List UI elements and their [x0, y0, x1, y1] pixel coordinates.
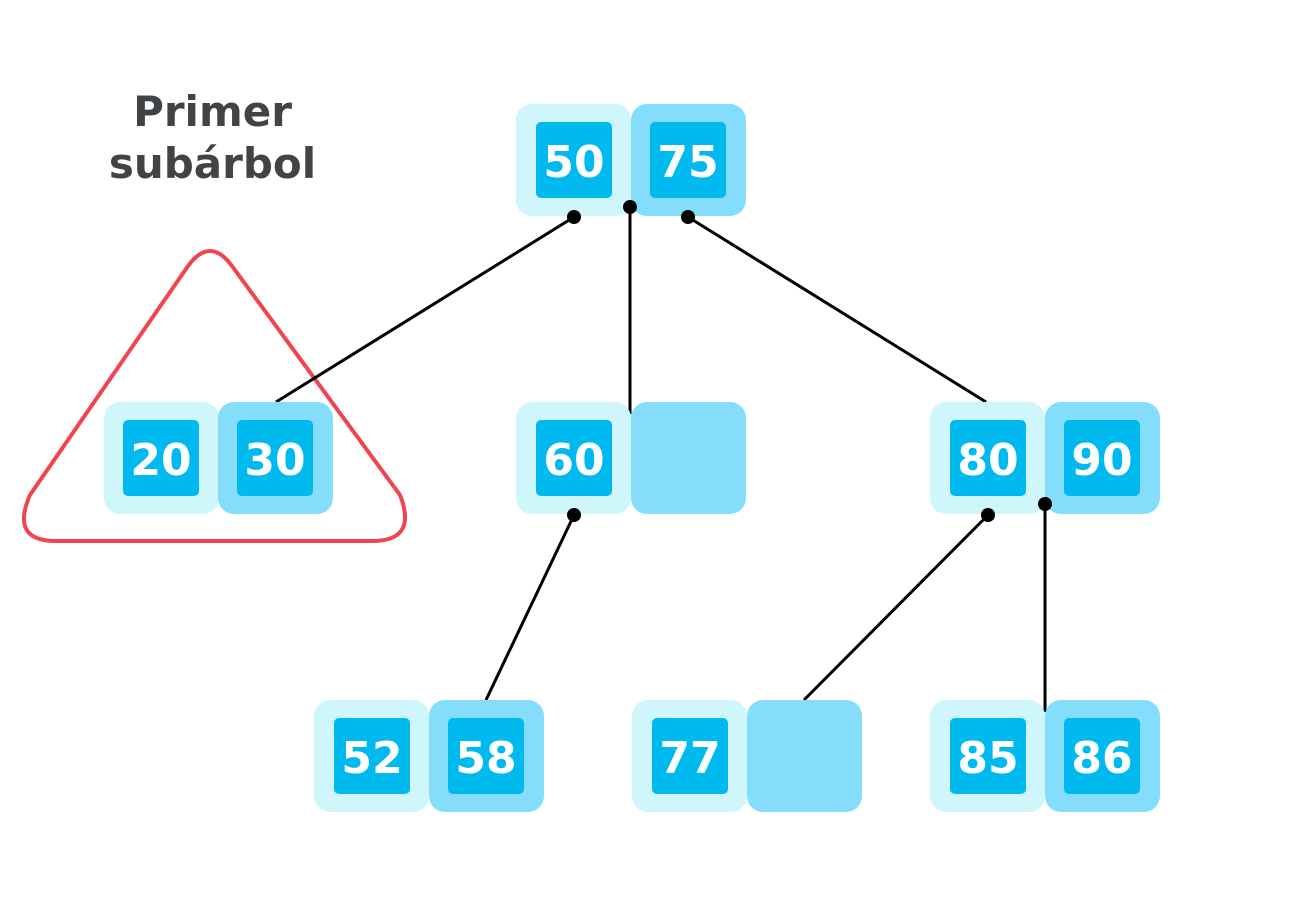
key-box: [1064, 718, 1140, 794]
tree-node-80-90: 80 90: [930, 402, 1160, 514]
key-box: [123, 420, 199, 496]
pointer-dot: [1038, 497, 1052, 511]
key-label: 90: [1071, 435, 1132, 486]
key-label: 77: [659, 733, 720, 784]
key-label: 80: [957, 435, 1018, 486]
key-label: 58: [455, 733, 516, 784]
key-label: 85: [957, 733, 1018, 784]
pointer-dot: [623, 200, 637, 214]
key-box: [652, 718, 728, 794]
key-label: 30: [244, 435, 305, 486]
pointer-dot: [981, 508, 995, 522]
key-box: [334, 718, 410, 794]
first-subtree-highlight: [21, 249, 408, 543]
first-subtree-label: Primer subárbol: [90, 86, 335, 190]
tree-node-85-86: 85 86: [930, 700, 1160, 812]
key-label: 20: [130, 435, 191, 486]
key-label: 86: [1071, 733, 1132, 784]
key-label: 75: [657, 137, 718, 188]
edge-60-to-52-58: [484, 514, 576, 701]
key-box: [950, 420, 1026, 496]
key-label: 52: [341, 733, 402, 784]
key-label: 50: [543, 137, 604, 188]
key-box: [650, 122, 726, 198]
key-box: [536, 122, 612, 198]
key-box: [950, 718, 1026, 794]
node-slot-empty: [747, 700, 862, 812]
tree-node-60: 60: [516, 402, 746, 514]
label-line-2: subárbol: [108, 139, 317, 188]
tree-node-52-58: 52 58: [314, 700, 544, 812]
pointer-dot: [567, 210, 581, 224]
node-slot-empty: [631, 402, 746, 514]
edges: [275, 207, 1047, 712]
key-box: [237, 420, 313, 496]
key-box: [1064, 420, 1140, 496]
tree-node-77: 77: [632, 700, 862, 812]
edge-50-to-20-30: [275, 215, 575, 404]
edge-80-to-77: [802, 513, 990, 702]
pointer-dots: [567, 200, 1052, 522]
edge-75-to-80-90: [687, 215, 987, 404]
key-box: [448, 718, 524, 794]
tree-node-20-30: 20 30: [104, 402, 333, 514]
pointer-dot: [681, 210, 695, 224]
pointer-dot: [567, 508, 581, 522]
key-box: [536, 420, 612, 496]
label-line-1: Primer: [133, 87, 292, 136]
tree-node-root: 50 75: [516, 104, 746, 216]
key-label: 60: [543, 435, 604, 486]
